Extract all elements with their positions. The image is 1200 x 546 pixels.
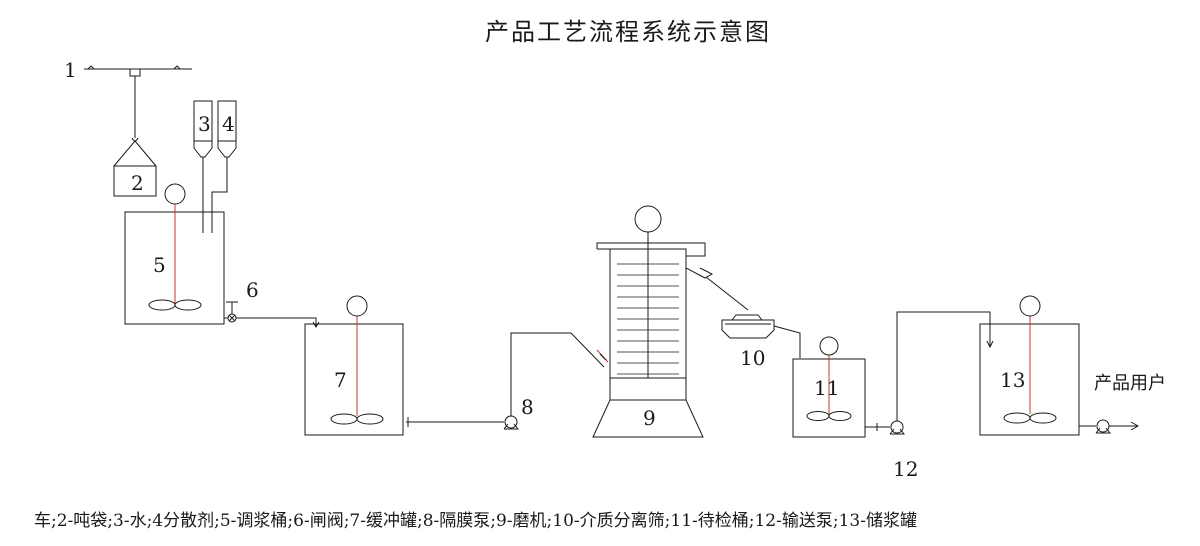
pipe-11-to-12 [865,423,890,431]
mixing-tank [124,183,225,325]
pipe-7-to-8 [406,417,504,427]
buffer-tank [304,295,404,436]
label-9: 9 [643,406,656,430]
ton-bag [113,140,157,197]
label-12: 12 [893,457,918,481]
mill [592,205,714,438]
gate-valve [224,301,320,328]
water-hopper [193,100,213,233]
pipe-9-to-10 [705,276,749,311]
separation-screen [721,314,801,358]
label-4: 4 [222,112,235,136]
legend: 车;2-吨袋;3-水;4分散剂;5-调浆桶;6-闸阀;7-缓冲罐;8-隔膜泵;9… [34,511,917,531]
label-3: 3 [198,112,211,136]
label-5: 5 [153,253,166,277]
label-2: 2 [131,171,144,195]
crane [84,65,192,142]
diaphragm-pump [503,332,605,430]
label-1: 1 [64,58,77,82]
output-label: 产品用户 [1094,373,1166,394]
label-7: 7 [334,368,347,392]
label-6: 6 [246,278,259,302]
label-11: 11 [814,376,839,400]
label-13: 13 [1000,368,1025,392]
label-8: 8 [521,395,534,419]
output-pump [1079,419,1140,434]
mill-discs [617,263,679,375]
inspection-tank [792,336,866,438]
diagram-title: 产品工艺流程系统示意图 [485,18,771,46]
storage-tank [979,295,1080,436]
transfer-pump [889,311,994,435]
label-10: 10 [740,346,765,370]
